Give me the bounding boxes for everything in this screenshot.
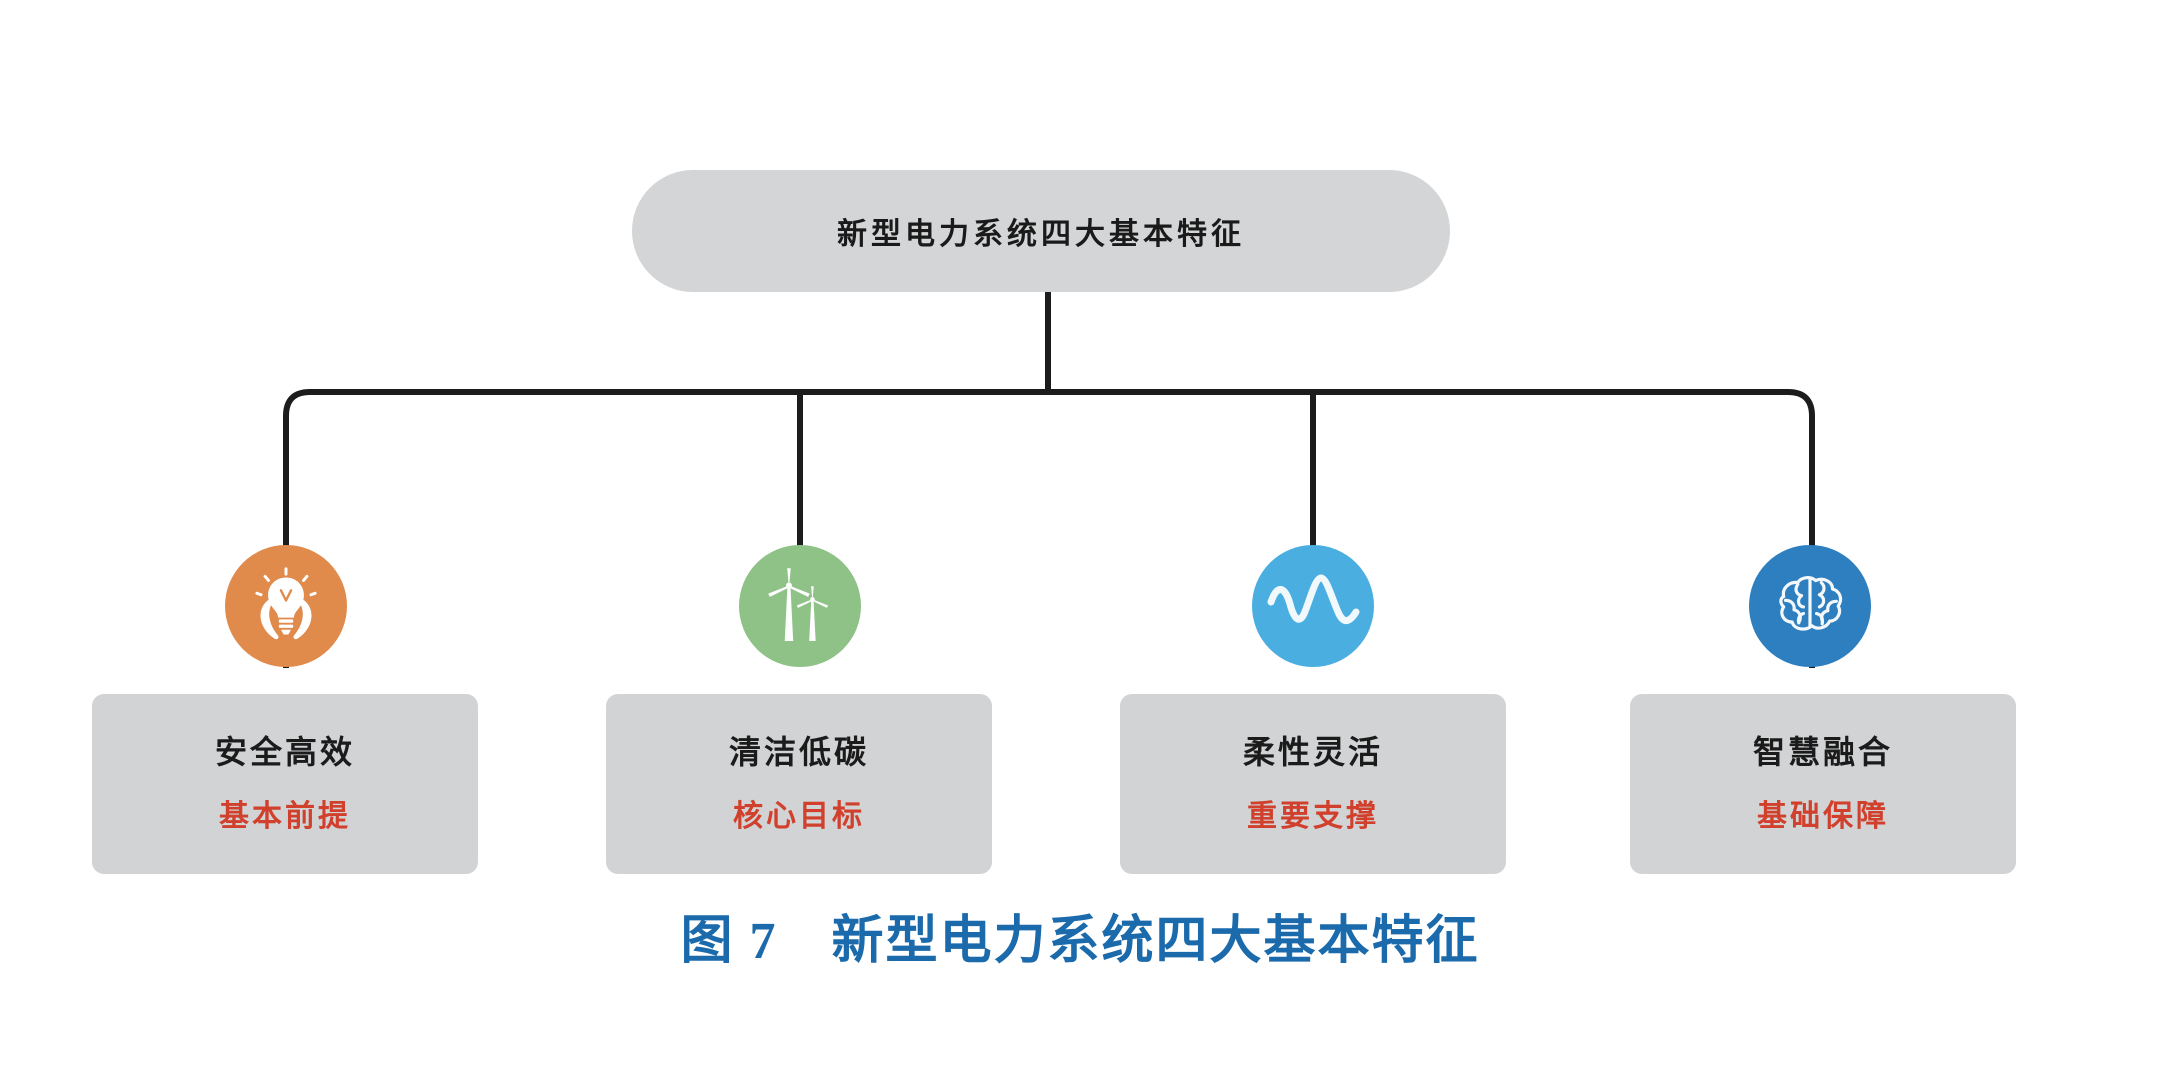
branch-icon-1[interactable] — [225, 545, 347, 667]
leaf-card-4-subtitle: 基础保障 — [1757, 800, 1889, 833]
leaf-card-1-title: 安全高效 — [214, 734, 355, 770]
leaf-card-3-title: 柔性灵活 — [1242, 734, 1383, 770]
hands-holding-lightbulb-icon — [240, 560, 332, 652]
leaf-card-4-title: 智慧融合 — [1752, 734, 1893, 770]
leaf-card-4[interactable]: 智慧融合 基础保障 — [1630, 694, 2016, 874]
branch-icon-4[interactable] — [1749, 545, 1871, 667]
waveform-icon — [1263, 556, 1363, 656]
root-node-label: 新型电力系统四大基本特征 — [837, 218, 1245, 251]
wind-turbines-icon — [754, 560, 846, 652]
brain-icon — [1763, 559, 1857, 653]
leaf-card-3[interactable]: 柔性灵活 重要支撑 — [1120, 694, 1506, 874]
figure-caption: 图 7 新型电力系统四大基本特征 — [680, 913, 1480, 970]
leaf-card-1-subtitle: 基本前提 — [219, 800, 351, 833]
branch-icon-2[interactable] — [739, 545, 861, 667]
branch-icon-3[interactable] — [1252, 545, 1374, 667]
connector-bus — [283, 389, 1815, 668]
leaf-card-2[interactable]: 清洁低碳 核心目标 — [606, 694, 992, 874]
leaf-card-2-title: 清洁低碳 — [728, 734, 869, 770]
leaf-card-2-subtitle: 核心目标 — [733, 800, 865, 833]
leaf-card-1[interactable]: 安全高效 基本前提 — [92, 694, 478, 874]
root-node[interactable]: 新型电力系统四大基本特征 — [632, 170, 1450, 292]
leaf-card-3-subtitle: 重要支撑 — [1247, 800, 1379, 833]
